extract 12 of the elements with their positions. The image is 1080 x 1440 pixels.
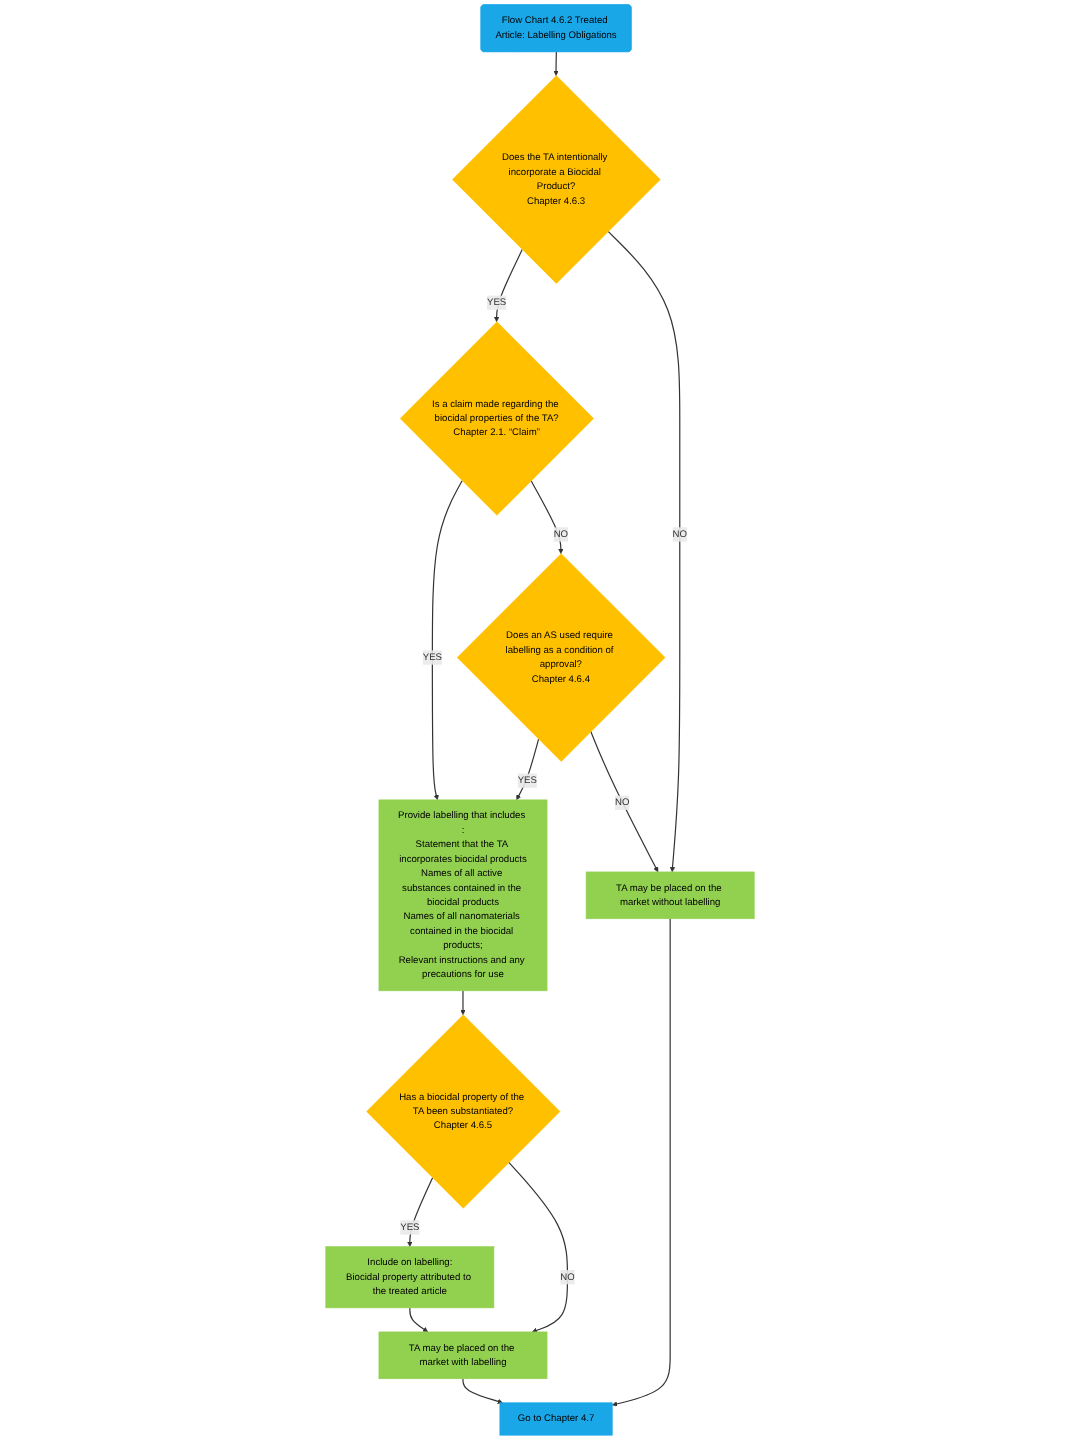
arrow [409, 1307, 429, 1333]
arrow [612, 918, 671, 1407]
arrow [462, 1378, 503, 1404]
arrow [607, 230, 681, 873]
arrow [590, 730, 659, 873]
arrow [431, 480, 463, 801]
arrow [553, 51, 559, 76]
arrow [493, 249, 523, 323]
arrow [530, 480, 564, 554]
arrow [516, 738, 540, 801]
arrow [508, 1161, 569, 1333]
arrow [460, 990, 466, 1016]
